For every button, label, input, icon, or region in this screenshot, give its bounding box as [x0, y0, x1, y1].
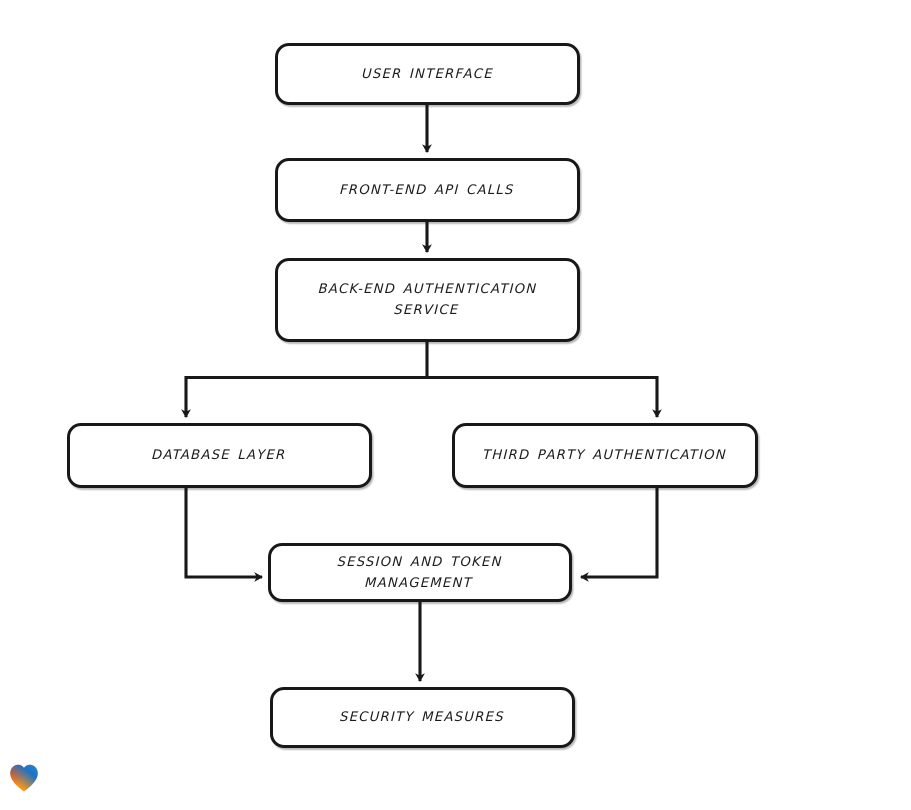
node-database-layer[interactable]: Database Layer — [67, 423, 372, 488]
node-front-end-api-calls[interactable]: Front-End API Calls — [275, 158, 580, 222]
node-label-back-end-auth-service: Back-End Authentication Service — [318, 282, 538, 318]
node-session-token-mgmt[interactable]: Session and Token Management — [268, 543, 572, 602]
node-label-database-layer: Database Layer — [151, 448, 288, 463]
heart-icon — [10, 764, 38, 792]
node-label-third-party-auth: Third Party Authentication — [482, 448, 728, 463]
node-label-session-token-mgmt: Session and Token Management — [337, 554, 504, 591]
node-label-front-end-api-calls: Front-End API Calls — [339, 182, 516, 198]
node-back-end-auth-service[interactable]: Back-End Authentication Service — [275, 258, 580, 342]
node-label-user-interface: User Interface — [361, 66, 494, 82]
node-third-party-auth[interactable]: Third Party Authentication — [452, 423, 758, 488]
node-label-security-measures: Security Measures — [339, 710, 506, 725]
node-user-interface[interactable]: User Interface — [275, 43, 580, 105]
node-security-measures[interactable]: Security Measures — [270, 687, 575, 748]
